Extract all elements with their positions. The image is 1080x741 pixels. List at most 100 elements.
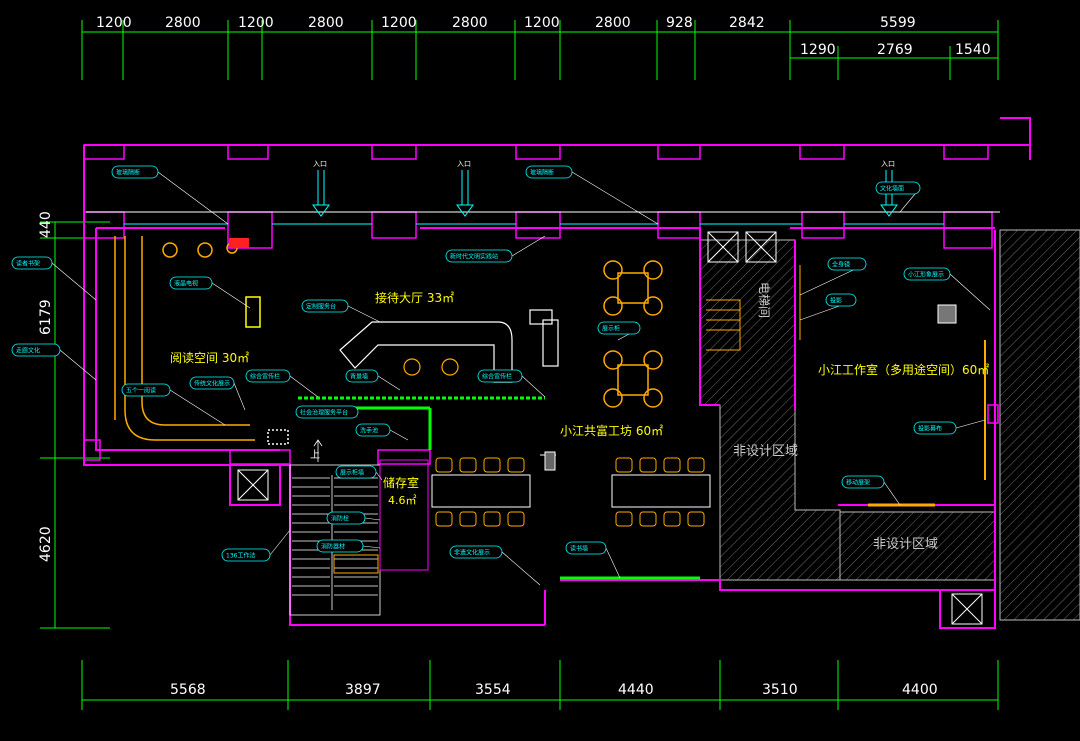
callout-tea-cabinet: 洗手池 <box>355 423 409 441</box>
dim-label: 2800 <box>308 15 344 31</box>
callout-text: 液晶电视 <box>174 280 198 288</box>
reception-desk <box>339 309 559 383</box>
bottom-dimension-labels: 5568 3897 3554 4440 3510 4400 <box>170 682 938 698</box>
dim-label: 4620 <box>38 526 54 562</box>
callout-culture-wall-2: 综合宣传栏 <box>477 369 546 398</box>
callout-studio-sign: 小江形象展示 <box>903 267 991 311</box>
workshop-tables <box>431 457 711 527</box>
callout-social-service: 社会治理服务平台 <box>295 405 359 419</box>
callout-text: 文化墙面 <box>880 185 904 193</box>
elevators <box>237 231 983 625</box>
callout-text: 非遗文化展示 <box>454 549 490 557</box>
callout-text: 五个一阅读 <box>126 387 156 395</box>
room-label-storage-area: 4.6㎡ <box>388 494 417 507</box>
callout-text: 综合宣传栏 <box>482 373 512 381</box>
callout-text: 传统文化展示 <box>194 380 230 388</box>
callout-text: 消防栓 <box>331 515 349 523</box>
room-labels: 接待大厅 33㎡ 阅读空间 30㎡ 小江共富工坊 60㎡ 小江工作室（多用途空间… <box>170 282 989 552</box>
callout-book-wall: 读书墙 <box>565 541 621 579</box>
callout-fire-hydrant: 消防栓 <box>326 511 381 525</box>
callout-text: 读者书架 <box>16 260 40 268</box>
callout-text: 定制服务台 <box>306 303 336 311</box>
callout-back-wall: 背景墙 <box>345 369 401 391</box>
callout-text: 消防器材 <box>321 543 345 551</box>
dim-label: 6179 <box>38 299 54 335</box>
dim-label: 928 <box>666 15 693 31</box>
callout-text: 136工作法 <box>226 552 255 560</box>
dim-label: 3897 <box>345 682 381 698</box>
chair <box>459 511 477 527</box>
callout-reading-sign: 读者书架 <box>11 256 97 301</box>
dim-label: 3554 <box>475 682 511 698</box>
callout-text: 走廊文化 <box>16 347 40 355</box>
top-dimension-labels: 1200 2800 1200 2800 1200 2800 1200 2800 … <box>96 15 991 58</box>
callout-text: 社会治理服务平台 <box>300 409 348 417</box>
chair <box>483 511 501 527</box>
dim-label: 3510 <box>762 682 798 698</box>
callout-hall-sign: 136工作法 <box>221 529 291 562</box>
callout-text: 展示柜墙 <box>340 469 364 477</box>
hatched-areas <box>699 229 1080 621</box>
left-dimension-chain <box>40 221 110 629</box>
chair <box>663 457 681 473</box>
bottom-dimension-chain <box>81 660 999 710</box>
callout-glass-door-1: 玻璃隔断 <box>111 165 229 225</box>
callout-culture-show: 非遗文化展示 <box>449 545 541 586</box>
chair <box>687 511 705 527</box>
room-label-non-design: 非设计区域 <box>873 537 938 552</box>
chair <box>459 457 477 473</box>
round-tables <box>603 260 663 408</box>
chair <box>639 511 657 527</box>
callout-text: 投影幕布 <box>918 425 942 433</box>
callout-reading-corner: 五个一阅读 <box>121 383 226 426</box>
top-dimension-chain <box>81 20 999 80</box>
callout-storage-cab: 展示柜墙 <box>335 465 383 481</box>
dim-label: 2800 <box>165 15 201 31</box>
callout-hydrant-2: 消防器材 <box>316 539 381 553</box>
chair <box>639 457 657 473</box>
callout-heritage-wall: 传统文化展示 <box>189 376 246 411</box>
callout-display-wall: 文化墙面 <box>875 181 921 213</box>
callout-bookshelf: 液晶电视 <box>169 276 251 309</box>
dim-label: 5599 <box>880 15 916 31</box>
chair <box>435 457 453 473</box>
callout-culture-wall-1: 综合宣传栏 <box>245 369 319 398</box>
chair <box>687 457 705 473</box>
dim-label: 440 <box>38 211 54 238</box>
entrance-arrows <box>312 170 898 217</box>
dim-label: 5568 <box>170 682 206 698</box>
entrance-label: 入口 <box>313 160 327 168</box>
callout-text: 玻璃隔断 <box>116 169 140 177</box>
chair <box>507 457 525 473</box>
chair <box>435 511 453 527</box>
entrance-label: 入口 <box>457 160 471 168</box>
left-dimension-labels: 440 6179 4620 <box>38 211 54 562</box>
chair <box>615 511 633 527</box>
callout-text: 洗手池 <box>360 427 378 435</box>
dim-label: 4400 <box>902 682 938 698</box>
callout-led-screen: 展示柜 <box>597 321 641 341</box>
reading-furniture <box>114 236 289 445</box>
room-label-reading: 阅读空间 30㎡ <box>170 351 249 365</box>
room-label-non-design: 非设计区域 <box>733 444 798 459</box>
storage-room <box>333 459 429 574</box>
callout-text: 投影 <box>830 297 842 305</box>
callout-text: 综合宣传栏 <box>250 373 280 381</box>
dim-label: 4440 <box>618 682 654 698</box>
stair-up-label: 上 <box>310 449 320 461</box>
room-label-reception: 接待大厅 33㎡ <box>375 290 454 305</box>
dim-label: 1200 <box>96 15 132 31</box>
room-label-elevator: 电梯间 <box>757 282 771 318</box>
callout-text: 移动展架 <box>846 479 870 487</box>
dim-label: 1200 <box>238 15 274 31</box>
columns <box>83 144 999 465</box>
red-equipment <box>229 238 249 248</box>
callout-glass-door-2: 玻璃隔断 <box>525 165 659 225</box>
dim-label: 1200 <box>524 15 560 31</box>
callout-text: 展示柜 <box>602 325 620 333</box>
room-label-studio: 小江工作室（多用途空间）60㎡ <box>818 362 989 377</box>
green-bands <box>298 396 700 580</box>
studio-furniture <box>540 265 986 507</box>
dim-label: 1540 <box>955 42 991 58</box>
